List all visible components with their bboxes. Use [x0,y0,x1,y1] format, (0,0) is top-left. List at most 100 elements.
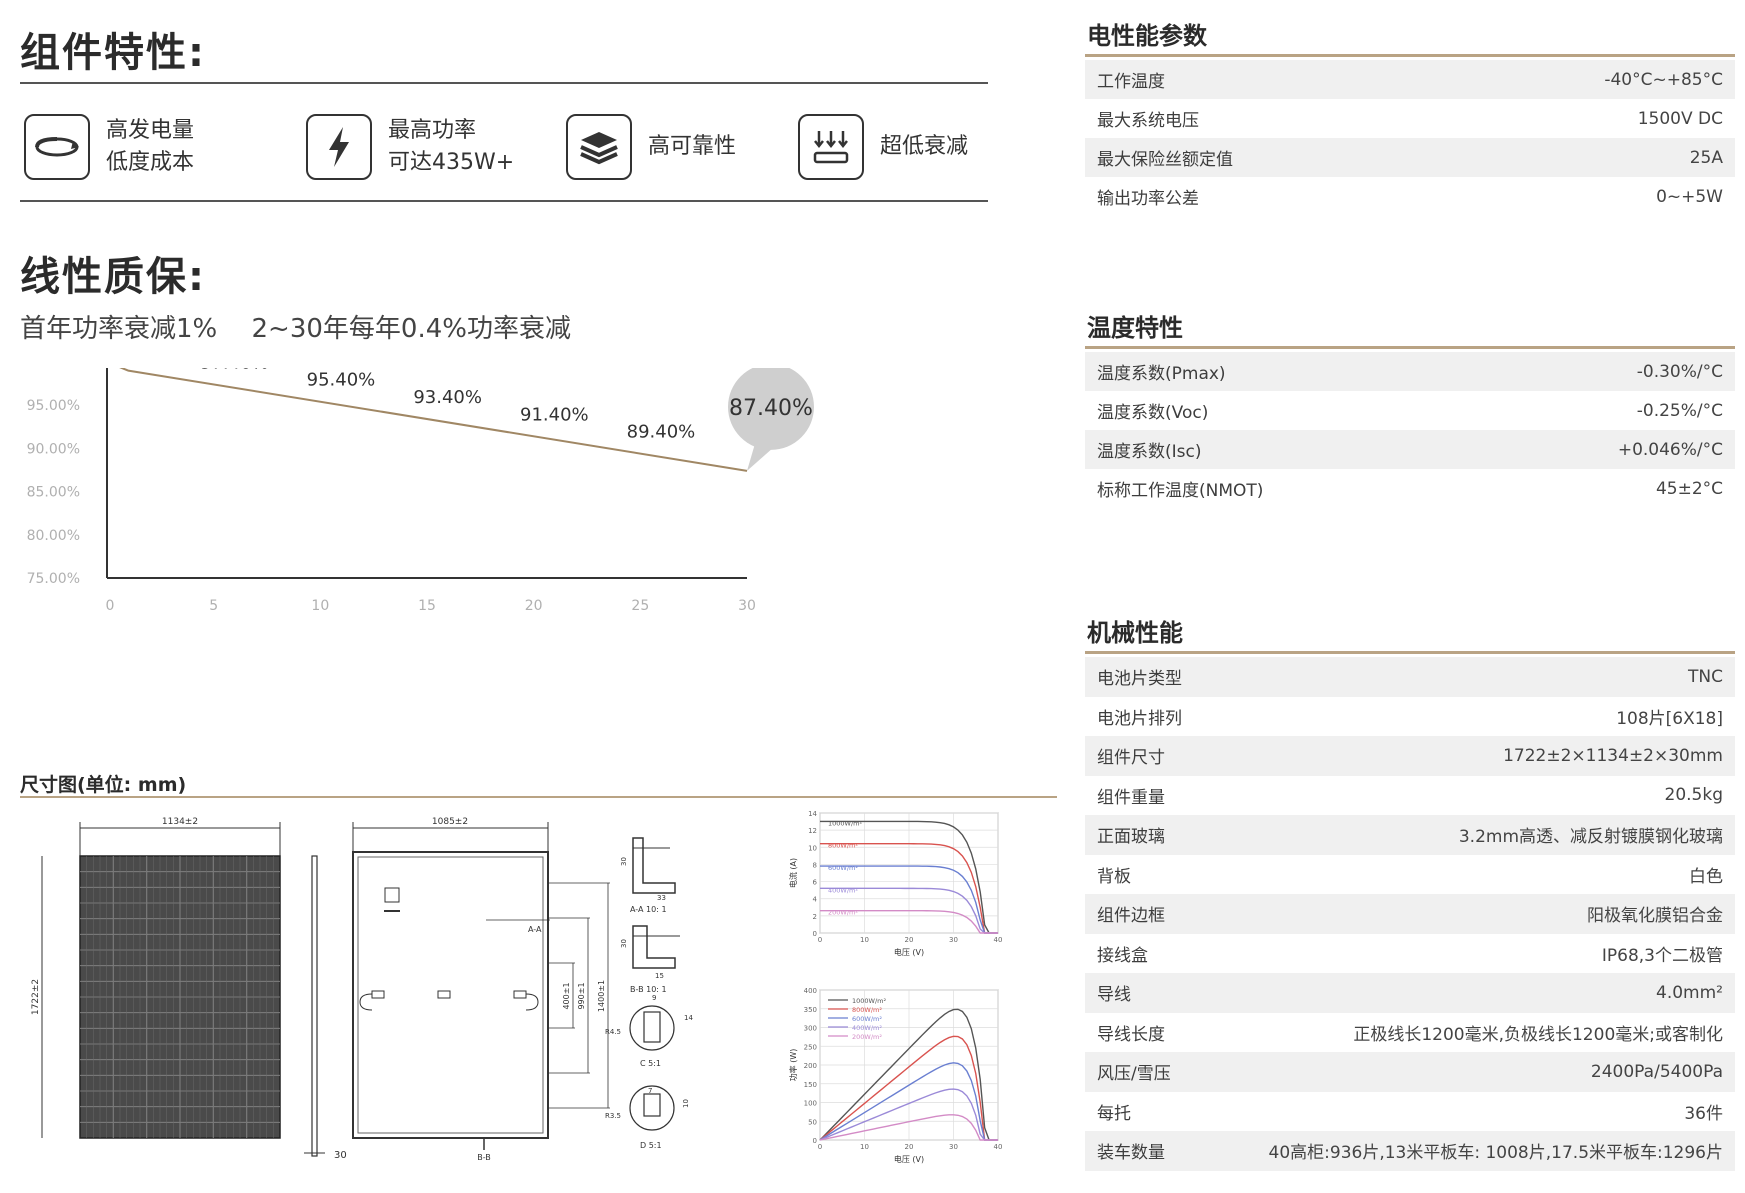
feature-text: 超低衰减 [880,131,968,163]
spec-key: 每托 [1097,1103,1131,1124]
feature-item-power: 高发电量 低度成本 [24,108,194,186]
feature-line: 高可靠性 [648,134,737,159]
y-tick-label: 12 [808,827,817,835]
y-tick-label: 6 [813,879,818,887]
warranty-first-year: 首年功率衰减1% [20,314,218,344]
data-label: 89.40% [627,422,696,443]
dimension-drawings: 1134±2 1722±2 30 1085±2 400±1 990±1 [31,810,1002,1164]
spec-value: 40高柜:936片,13米平板车: 1008片,17.5米平板车:1296片 [1268,1143,1723,1164]
legend-label: 600W/m² [852,1015,882,1023]
y-tick-label: 4 [813,896,818,904]
x-tick-label: 20 [905,936,914,944]
y-axis-label: 功率 (W) [788,1049,798,1082]
section-c-label: C 5:1 [640,1059,661,1068]
feature-line: 低度成本 [106,150,195,175]
mount-990-label: 990±1 [577,982,586,1009]
spec-row: 温度系数(Isc)+0.046%/°C [1085,430,1735,469]
y-tick-label: 85.00% [27,485,80,501]
electrical-title: 电性能参数 [1087,22,1207,50]
rotate-arrow-icon [24,114,90,180]
y-tick-label: 100.00% [18,368,80,371]
curve-line [820,843,998,934]
front-width-label: 1134±2 [162,817,198,827]
x-tick-label: 40 [994,936,1003,944]
legend-label: 400W/m² [852,1024,882,1032]
feature-line: 超低衰减 [880,134,969,159]
data-label: 95.40% [307,370,376,391]
y-tick-label: 250 [804,1043,817,1051]
spec-value: TNC [1688,666,1723,687]
warranty-title: 线性质保: [20,254,206,300]
temperature-title: 温度特性 [1087,314,1183,342]
x-tick-label: 20 [525,598,543,614]
mechanical-title: 机械性能 [1087,619,1183,647]
lightning-icon [306,114,372,180]
y-tick-label: 150 [804,1081,817,1089]
spec-key: 背板 [1097,866,1131,887]
spec-key: 工作温度 [1097,72,1165,92]
spec-row: 组件尺寸 1722±2×1134±2×30mm [1085,736,1735,776]
spec-key: 电池片类型 [1097,669,1182,690]
callout-bubble [728,368,814,450]
curve-line [819,1062,998,1141]
curve-line [820,909,998,934]
spec-key: 导线长度 [1097,1024,1165,1045]
spec-row: 电池片类型 TNC [1085,657,1735,697]
section-bb-label: B-B 10: 1 [630,985,667,994]
spec-row: 工作温度 -40°C~+85°C [1085,60,1735,99]
spec-value: -0.30%/°C [1636,361,1723,382]
spec-value: 1500V DC [1637,108,1723,129]
section-aa-label: A-A 10: 1 [630,905,667,914]
spec-value: 1722±2×1134±2×30mm [1503,745,1723,766]
feature-text: 高发电量 低度成本 [106,115,194,179]
spec-value: 108片[6X18] [1616,708,1723,729]
layers-icon [566,114,632,180]
dimension-rule [20,796,1057,798]
y-tick-label: 400 [804,987,817,995]
spec-value: 25A [1689,147,1723,168]
x-tick-label: 10 [311,598,329,614]
y-tick-label: 0 [813,1137,817,1145]
section-10-label: 10 [682,1099,690,1108]
x-tick-label: 30 [738,598,756,614]
section-9-label: 9 [652,994,656,1002]
y-tick-label: 0 [813,930,817,938]
x-tick-label: 0 [106,598,115,614]
spec-key: 标称工作温度(NMOT) [1097,481,1264,501]
down-arrows-icon [798,114,864,180]
y-axis-label: 电流 (A) [788,858,798,888]
x-tick-label: 10 [860,1143,869,1151]
spec-value: 正极线长1200毫米,负极线长1200毫米;或客制化 [1353,1024,1723,1045]
frame-sections: 33 30 A-A 10: 1 15 30 B-B 10: 1 9 14 R4.… [605,837,693,1150]
spec-key: 正面玻璃 [1097,827,1165,848]
curve-line [820,865,998,934]
radius-45-label: R4.5 [605,1028,621,1036]
spec-key: 组件尺寸 [1097,748,1165,769]
y-tick-label: 90.00% [27,441,80,457]
feature-text: 最高功率 可达435W+ [388,115,514,179]
features-bottom-rule [20,200,988,202]
curve-line [820,820,998,934]
dimension-title: 尺寸图(单位: mm) [20,774,187,796]
spec-value: -40°C~+85°C [1604,69,1723,90]
radius-35-label: R3.5 [605,1112,621,1120]
spec-row: 背板白色 [1085,854,1735,894]
y-tick-label: 10 [808,844,817,852]
y-tick-label: 350 [804,1006,817,1014]
spec-key: 温度系数(Voc) [1097,403,1209,423]
spec-value: 20.5kg [1664,785,1724,806]
spec-rule [1085,54,1735,57]
feature-item-reliability: 高可靠性 [566,108,736,186]
feature-item-max-power: 最高功率 可达435W+ [306,108,514,186]
spec-value: 36件 [1684,1103,1723,1124]
x-tick-label: 30 [949,1143,958,1151]
legend-label: 800W/m² [852,1006,882,1014]
front-view: 1134±2 1722±2 [31,817,281,1139]
legend-label: 800W/m² [828,842,858,850]
